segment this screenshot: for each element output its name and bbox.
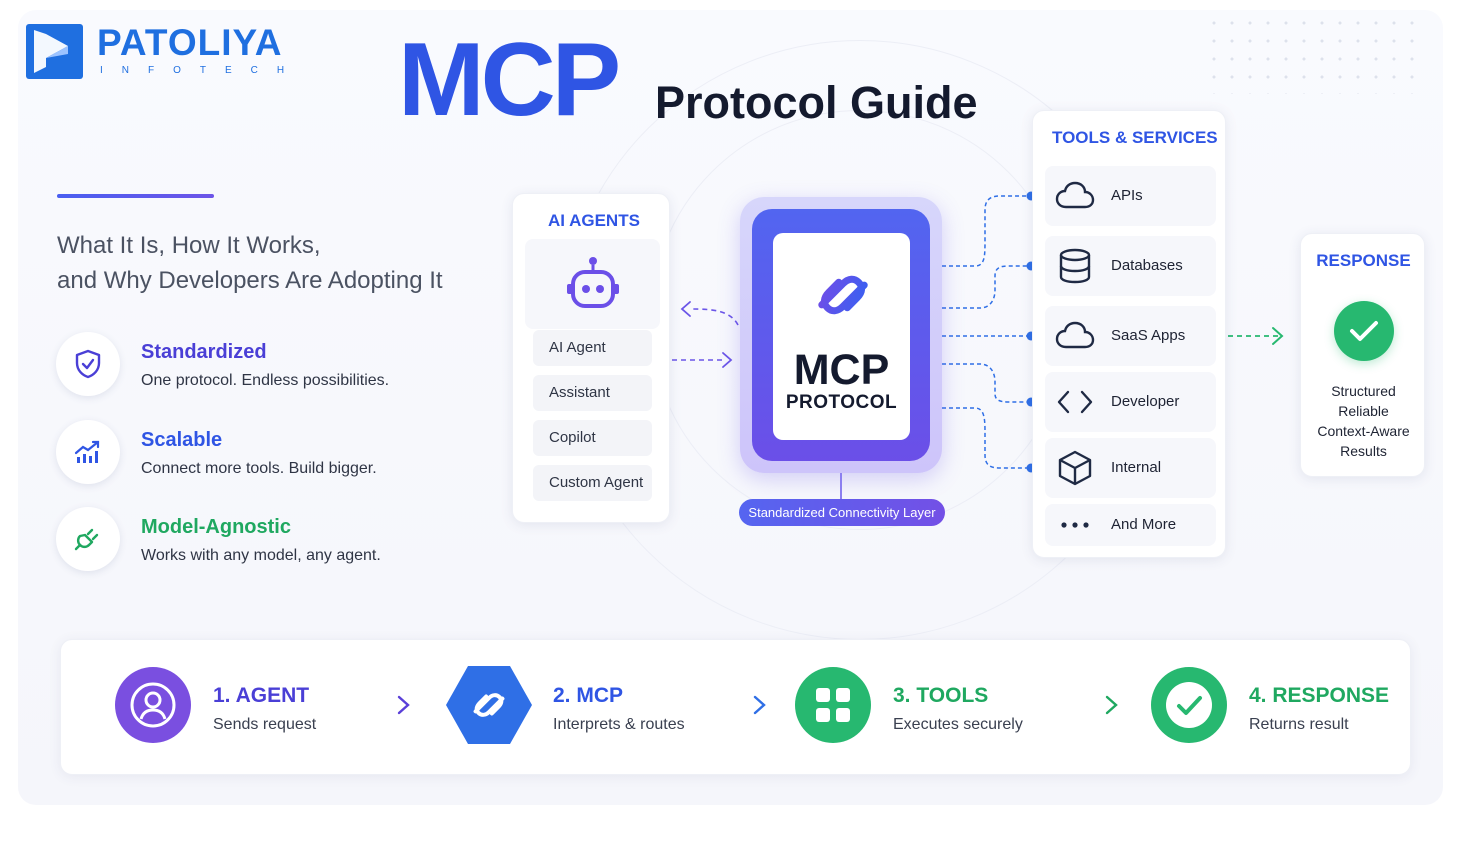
tool-item-saas-apps[interactable]: SaaS Apps bbox=[1045, 306, 1216, 366]
step-desc: Sends request bbox=[213, 716, 317, 733]
ai-agents-card: AI AGENTS AI Agent Assistant Copilot Cus… bbox=[512, 193, 670, 523]
robot-icon bbox=[525, 239, 660, 329]
agent-item[interactable]: Custom Agent bbox=[533, 465, 652, 501]
response-line: Structured bbox=[1331, 383, 1396, 399]
tools-services-card: TOOLS & SERVICES APIs Databases SaaS App… bbox=[1032, 110, 1226, 558]
arrow-right-icon bbox=[358, 695, 410, 715]
step-title: 3. TOOLS bbox=[893, 684, 989, 707]
tool-label: APIs bbox=[1111, 187, 1143, 204]
brand-logo: PATOLIYA INFOTECH bbox=[26, 24, 303, 79]
check-circle-icon bbox=[1334, 301, 1394, 361]
tool-label: SaaS Apps bbox=[1111, 327, 1186, 344]
step-desc: Interprets & routes bbox=[553, 716, 685, 733]
subtitle-line-1: What It Is, How It Works, bbox=[57, 232, 321, 259]
feature-desc: One protocol. Endless possibilities. bbox=[141, 372, 390, 389]
agent-item[interactable]: Assistant bbox=[533, 375, 652, 411]
subtitle-line-2: and Why Developers Are Adopting It bbox=[57, 267, 443, 294]
mcp-link-icon bbox=[818, 275, 868, 315]
step-desc: Executes securely bbox=[893, 716, 1023, 733]
step-title: 4. RESPONSE bbox=[1249, 684, 1390, 707]
tool-item-and-more[interactable]: And More bbox=[1045, 504, 1216, 546]
code-icon bbox=[1055, 384, 1095, 420]
cube-icon bbox=[1055, 450, 1095, 486]
grid-icon bbox=[794, 666, 872, 744]
page-subtitle: What It Is, How It Works, and Why Develo… bbox=[57, 228, 443, 298]
cloud-icon bbox=[1055, 318, 1095, 354]
brand-name: PATOLIYA bbox=[97, 22, 283, 63]
feature-title: Model-Agnostic bbox=[141, 516, 291, 538]
feature-scalable: Scalable Connect more tools. Build bigge… bbox=[56, 420, 377, 484]
check-circle-icon bbox=[1150, 666, 1228, 744]
mcp-hexagon-icon bbox=[444, 664, 534, 746]
feature-standardized: Standardized One protocol. Endless possi… bbox=[56, 332, 389, 396]
feature-desc: Connect more tools. Build bigger. bbox=[141, 460, 377, 477]
cloud-icon bbox=[1055, 178, 1095, 214]
dot-pattern bbox=[1205, 14, 1415, 94]
mcp-label: MCP bbox=[793, 346, 890, 394]
arrow-right-icon bbox=[722, 352, 733, 368]
database-icon bbox=[1055, 248, 1095, 284]
response-line: Context-Aware bbox=[1317, 423, 1410, 439]
tool-label: Databases bbox=[1111, 257, 1183, 274]
mcp-protocol-panel bbox=[773, 233, 910, 440]
feature-desc: Works with any model, any agent. bbox=[141, 547, 381, 564]
layer-stem bbox=[840, 473, 842, 499]
brand-mark-icon bbox=[26, 24, 83, 79]
step-title: 2. MCP bbox=[553, 684, 624, 707]
shield-check-icon bbox=[56, 332, 120, 396]
page-title-rest: Protocol Guide bbox=[655, 77, 978, 128]
response-lines: Structured Reliable Context-Aware Result… bbox=[1301, 381, 1426, 461]
card-title: RESPONSE bbox=[1316, 251, 1411, 270]
arrow-right-icon bbox=[718, 695, 766, 715]
tool-label: And More bbox=[1111, 516, 1177, 533]
user-circle-icon bbox=[114, 666, 192, 744]
agent-item[interactable]: Copilot bbox=[533, 420, 652, 456]
accent-line bbox=[57, 194, 214, 198]
card-title: TOOLS & SERVICES bbox=[1052, 128, 1218, 147]
connectivity-layer-badge: Standardized Connectivity Layer bbox=[739, 499, 945, 526]
step-title: 1. AGENT bbox=[213, 684, 310, 707]
return-connector bbox=[689, 308, 739, 326]
arrow-left-icon bbox=[680, 301, 691, 317]
plug-icon bbox=[56, 507, 120, 571]
feature-title: Standardized bbox=[141, 341, 267, 363]
growth-chart-icon bbox=[56, 420, 120, 484]
response-card: RESPONSE Structured Reliable Context-Awa… bbox=[1300, 233, 1425, 477]
arrow-right-icon bbox=[1272, 327, 1284, 345]
response-line: Results bbox=[1340, 443, 1387, 459]
ellipsis-icon bbox=[1055, 507, 1095, 543]
card-title: AI AGENTS bbox=[548, 211, 640, 230]
response-line: Reliable bbox=[1338, 403, 1389, 419]
tool-item-developer-tools[interactable]: Developer Tools bbox=[1045, 372, 1216, 470]
feature-model-agnostic: Model-Agnostic Works with any model, any… bbox=[56, 507, 381, 571]
agent-item[interactable]: AI Agent bbox=[533, 330, 652, 366]
page-title-main: MCP bbox=[398, 22, 621, 138]
arrow-right-icon bbox=[1066, 695, 1118, 715]
tool-item-databases[interactable]: Databases bbox=[1045, 236, 1216, 296]
tool-item-apis[interactable]: APIs bbox=[1045, 166, 1216, 226]
brand-sub: INFOTECH bbox=[100, 65, 304, 76]
feature-title: Scalable bbox=[141, 429, 223, 451]
mcp-sublabel: PROTOCOL bbox=[785, 392, 898, 413]
step-desc: Returns result bbox=[1249, 716, 1349, 733]
